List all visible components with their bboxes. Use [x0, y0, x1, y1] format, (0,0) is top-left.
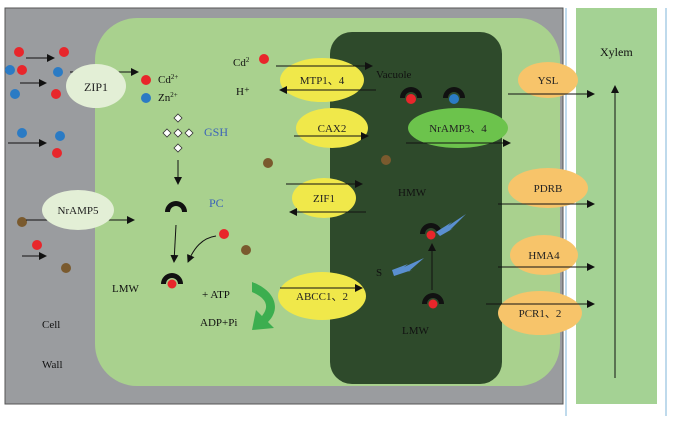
- pc-chelator-icon: [161, 273, 183, 284]
- cd-ion: [17, 65, 27, 75]
- cax2-label: CAX2: [318, 123, 347, 135]
- cd-legend-label: Cd: [158, 74, 171, 86]
- pc-chelator-icon: [400, 87, 422, 98]
- cd-cation-label: Cd: [233, 57, 246, 69]
- svg-text:Cd2: Cd2: [233, 56, 250, 69]
- vacuole-cd-complex: [400, 87, 422, 104]
- pcr-label: PCR1、2: [519, 308, 562, 320]
- recycle-arrow-icon: [252, 282, 275, 330]
- cd-legend-charge: 2+: [171, 73, 179, 81]
- h-plus-label: H⁺: [236, 86, 250, 98]
- cd-ion: [59, 47, 69, 57]
- vacuole-label: Vacuole: [376, 69, 412, 81]
- zif1-label: ZIF1: [313, 193, 335, 205]
- zn-ion: [10, 89, 20, 99]
- adp-pi-label: ADP+Pi: [200, 317, 237, 329]
- white-diamond-icon: [173, 113, 183, 123]
- cd-binding-arrow: [187, 235, 217, 263]
- sulfide-lightning-icon: [392, 258, 424, 276]
- xylem: [576, 8, 657, 404]
- svg-text:Cd2+: Cd2+: [158, 73, 178, 86]
- cd-ion: [14, 47, 24, 57]
- lmw-cytoplasm-label: LMW: [112, 283, 140, 295]
- nramp5-transporter: NrAMP5: [42, 190, 114, 230]
- lmw-vacuole-label: LMW: [402, 325, 430, 337]
- pc-chelator-icon: [165, 201, 187, 212]
- nramp5-label: NrAMP5: [58, 205, 99, 217]
- white-diamond-icon: [173, 143, 183, 153]
- sulfide-lightning-icon: [436, 214, 466, 236]
- abcc-transporter: ABCC1、2: [278, 272, 366, 320]
- cd-ion: [141, 75, 151, 85]
- zif1-transporter: ZIF1: [292, 178, 356, 218]
- ysl-transporter: YSL: [518, 62, 578, 98]
- cd-ion: [219, 229, 229, 239]
- cell-label: Cell: [42, 319, 60, 331]
- cd-ion: [428, 299, 438, 309]
- xylem-label: Xylem: [600, 45, 633, 59]
- atp-label: + ATP: [202, 289, 230, 301]
- pc-to-lmw-arrow: [170, 224, 179, 263]
- vacuole-zn-complex: [443, 87, 465, 104]
- mtp-label: MTP1、4: [300, 75, 345, 87]
- other-ion: [17, 217, 27, 227]
- hmw-complex: [420, 214, 466, 240]
- hmw-label: HMW: [398, 187, 427, 199]
- other-ion: [263, 158, 273, 168]
- cd-ion: [406, 94, 416, 104]
- cd-ion: [52, 148, 62, 158]
- cd-ion: [51, 89, 61, 99]
- zn-ion: [141, 93, 151, 103]
- lmw-complex-cytoplasm: [161, 273, 183, 289]
- white-diamond-icon: [173, 128, 183, 138]
- ion-legend: Cd2+ Zn2+: [141, 73, 178, 104]
- ysl-label: YSL: [538, 75, 559, 87]
- gsh-label: GSH: [204, 125, 228, 139]
- hma4-transporter: HMA4: [510, 235, 578, 275]
- hma4-label: HMA4: [528, 250, 560, 262]
- zn-ion: [53, 67, 63, 77]
- pdrb-label: PDRB: [534, 183, 563, 195]
- nramp34-label: NrAMP3、4: [429, 123, 487, 135]
- pc-chelator-icon: [420, 223, 442, 234]
- other-ion: [241, 245, 251, 255]
- other-ion: [381, 155, 391, 165]
- zn-legend-label: Zn: [158, 92, 171, 104]
- pc-chelator-icon: [422, 293, 444, 304]
- white-diamond-icon: [184, 128, 194, 138]
- cax2-transporter: CAX2: [296, 108, 368, 148]
- svg-text:Zn2+: Zn2+: [158, 91, 178, 104]
- sulfide-label: S: [376, 267, 382, 279]
- cd-ion: [32, 240, 42, 250]
- zn-ion: [55, 131, 65, 141]
- apoplast-ions: [5, 47, 71, 273]
- pcr-transporter: PCR1、2: [498, 291, 582, 335]
- wall-label: Wall: [42, 359, 63, 371]
- zn-ion: [449, 94, 459, 104]
- white-diamond-icon: [162, 128, 172, 138]
- gsh-cluster: [162, 113, 194, 153]
- cd-ion: [426, 230, 436, 240]
- cd-ion: [259, 54, 269, 64]
- abcc-label: ABCC1、2: [296, 291, 348, 303]
- pdrb-transporter: PDRB: [508, 168, 588, 208]
- nramp34-transporter: NrAMP3、4: [408, 108, 508, 148]
- pc-label: PC: [209, 196, 224, 210]
- zn-ion: [5, 65, 15, 75]
- mtp-transporter: MTP1、4: [280, 58, 364, 102]
- lmw-complex-vacuole: [422, 293, 444, 309]
- zip1-label: ZIP1: [84, 80, 108, 94]
- cd-ion: [167, 279, 177, 289]
- other-ion: [61, 263, 71, 273]
- zn-legend-charge: 2+: [170, 91, 178, 99]
- pc-chelator-icon: [443, 87, 465, 98]
- cd-cation-charge: 2: [246, 56, 250, 64]
- zn-ion: [17, 128, 27, 138]
- zip1-transporter: ZIP1: [66, 64, 126, 108]
